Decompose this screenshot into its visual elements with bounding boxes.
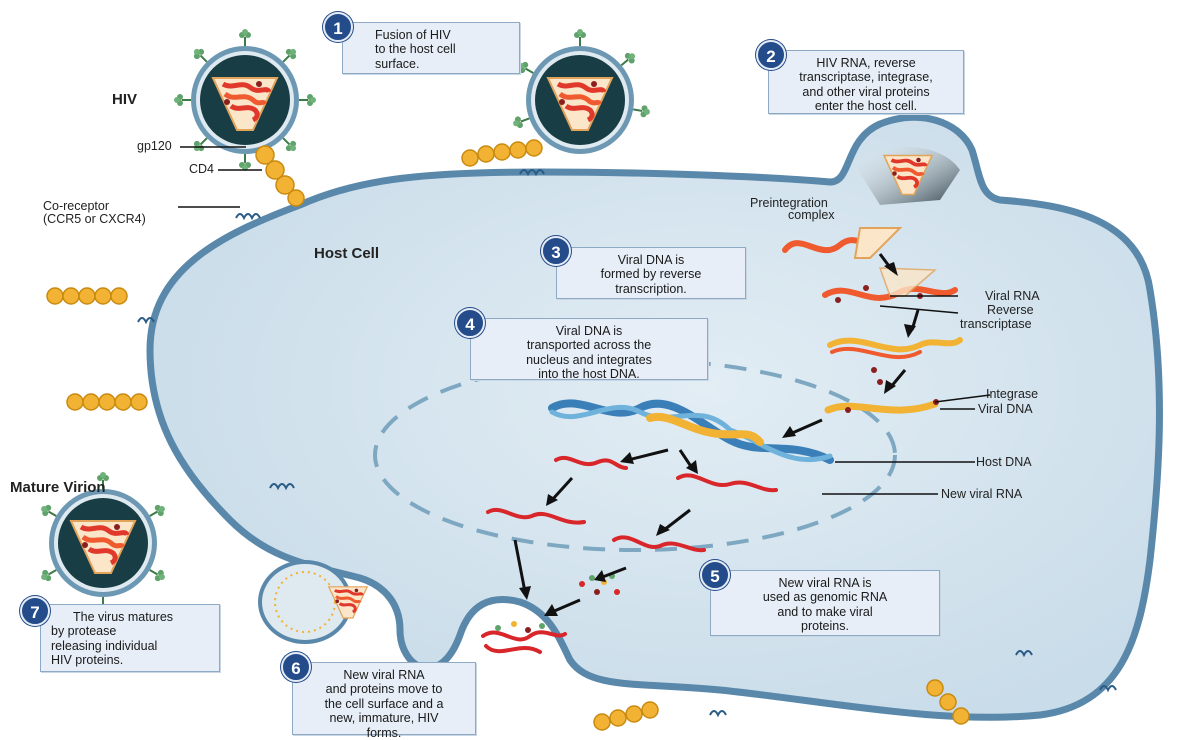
- step-6-number: 6: [281, 652, 311, 682]
- step-2-number: 2: [756, 40, 786, 70]
- step-5-line4: proteins.: [719, 619, 931, 633]
- step-4-line2: transported across the: [479, 338, 699, 352]
- step-2-line2: transcriptase, integrase,: [777, 70, 955, 84]
- step-3-line3: transcription.: [565, 282, 737, 296]
- step-3-line1: Viral DNA is: [565, 253, 737, 267]
- step-1-line3: surface.: [375, 57, 511, 71]
- step-6-line2: and proteins move to: [301, 682, 467, 696]
- hiv-virion-attaching: [174, 29, 316, 171]
- hiv-virion-fusing: [511, 29, 651, 154]
- step-3-box: Viral DNA is formed by reverse transcrip…: [556, 247, 746, 299]
- reverse-transcriptase-label-line1: Reverse: [987, 304, 1034, 317]
- step-3-line2: formed by reverse: [565, 267, 737, 281]
- step-3-number: 3: [541, 236, 571, 266]
- step-4-box: Viral DNA is transported across the nucl…: [470, 318, 708, 380]
- reverse-transcriptase-label-line2: transcriptase: [960, 318, 1032, 331]
- step-5-line3: and to make viral: [719, 605, 931, 619]
- step-5-box: New viral RNA is used as genomic RNA and…: [710, 570, 940, 636]
- step-6-line1: New viral RNA: [301, 668, 467, 682]
- integrase-label: Integrase: [986, 388, 1038, 401]
- preintegration-label-line2: complex: [788, 209, 835, 222]
- step-6-box: New viral RNA and proteins move to the c…: [292, 662, 476, 735]
- step-5-line2: used as genomic RNA: [719, 590, 931, 604]
- host-dna-label: Host DNA: [976, 456, 1032, 469]
- step-7-line4: HIV proteins.: [51, 653, 211, 667]
- step-1-number: 1: [323, 12, 353, 42]
- step-2-line4: enter the host cell.: [777, 99, 955, 113]
- step-1-line2: to the host cell: [375, 42, 511, 56]
- step-7-line3: releasing individual: [51, 639, 211, 653]
- step-6-line4: new, immature, HIV: [301, 711, 467, 725]
- step-2-box: HIV RNA, reverse transcriptase, integras…: [768, 50, 964, 114]
- step-4-line4: into the host DNA.: [479, 367, 699, 381]
- step-5-line1: New viral RNA is: [719, 576, 931, 590]
- step-6-line3: the cell surface and a: [301, 697, 467, 711]
- gp120-label: gp120: [137, 140, 172, 153]
- step-2-line1: HIV RNA, reverse: [777, 56, 955, 70]
- step-4-line3: nucleus and integrates: [479, 353, 699, 367]
- host-cell-label: Host Cell: [314, 246, 379, 262]
- step-1-line1: Fusion of HIV: [375, 28, 511, 42]
- cd4-receptor: [256, 146, 304, 206]
- step-2-line3: and other viral proteins: [777, 85, 955, 99]
- viral-dna-label: Viral DNA: [978, 403, 1033, 416]
- new-viral-rna-label: New viral RNA: [941, 488, 1022, 501]
- step-7-line2: by protease: [51, 624, 211, 638]
- step-4-number: 4: [455, 308, 485, 338]
- coreceptor-label-line2: (CCR5 or CXCR4): [43, 213, 146, 226]
- cd4-label: CD4: [189, 163, 214, 176]
- mature-virion-label: Mature Virion: [10, 480, 106, 496]
- step-7-number: 7: [20, 596, 50, 626]
- step-1-box: Fusion of HIV to the host cell surface.: [342, 22, 520, 74]
- step-7-line1: The virus matures: [51, 610, 211, 624]
- step-6-line5: forms.: [301, 726, 467, 740]
- step-7-box: The virus matures by protease releasing …: [40, 604, 220, 672]
- step-5-number: 5: [700, 560, 730, 590]
- step-4-line1: Viral DNA is: [479, 324, 699, 338]
- hiv-label: HIV: [112, 92, 137, 108]
- viral-rna-label: Viral RNA: [985, 290, 1040, 303]
